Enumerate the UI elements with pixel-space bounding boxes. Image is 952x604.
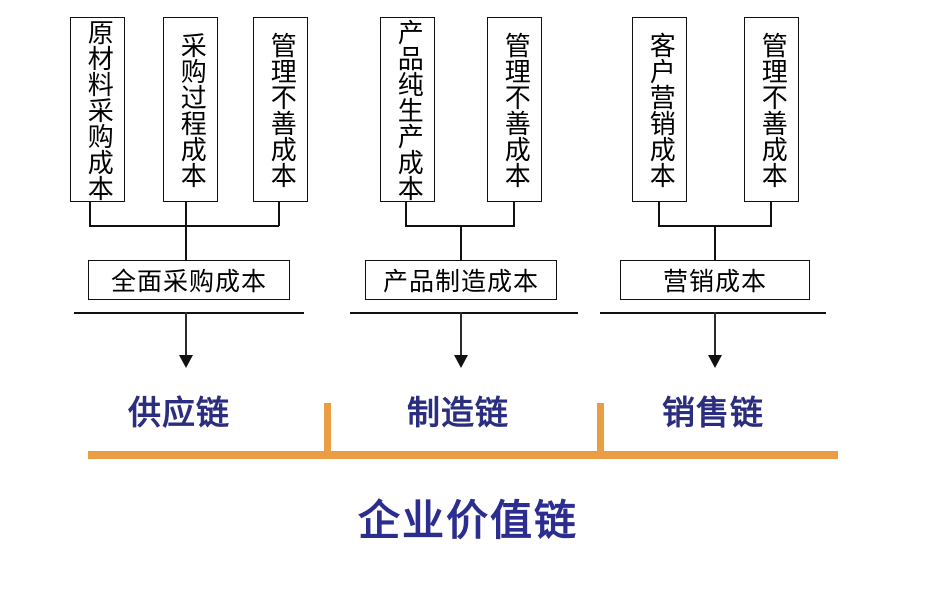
connector-drop-sales-2 bbox=[770, 202, 772, 226]
summary-box-label: 营销成本 bbox=[662, 267, 767, 296]
value-chain-baseline-bar bbox=[88, 451, 838, 459]
arrow-head-sales bbox=[708, 355, 722, 368]
chain-divider-tick-1 bbox=[324, 403, 331, 455]
component-box-sales-2: 管理不善成本 bbox=[744, 17, 799, 202]
divider-rule-supply bbox=[74, 312, 304, 314]
connector-stem-supply bbox=[185, 225, 187, 261]
connector-drop-sales-1 bbox=[658, 202, 660, 226]
chain-divider-tick-2 bbox=[597, 403, 604, 455]
component-box-label: 客户营销成本 bbox=[645, 31, 676, 188]
divider-rule-sales bbox=[600, 312, 826, 314]
connector-drop-supply-2 bbox=[185, 202, 187, 226]
divider-rule-manufacture bbox=[350, 312, 578, 314]
component-box-manufacture-2: 管理不善成本 bbox=[487, 17, 542, 202]
component-box-supply-1: 原材料采购成本 bbox=[70, 17, 125, 202]
connector-stem-manufacture bbox=[460, 225, 462, 261]
arrow-head-manufacture bbox=[454, 355, 468, 368]
summary-box-label: 产品制造成本 bbox=[382, 267, 539, 296]
arrow-shaft-supply bbox=[185, 312, 187, 359]
summary-box-label: 全面采购成本 bbox=[110, 267, 267, 296]
component-box-label: 管理不善成本 bbox=[500, 31, 531, 188]
summary-box-manufacture: 产品制造成本 bbox=[365, 260, 557, 300]
connector-drop-manufacture-2 bbox=[513, 202, 515, 226]
chain-label-manufacture: 制造链 bbox=[407, 393, 509, 432]
summary-box-supply: 全面采购成本 bbox=[88, 260, 290, 300]
component-box-label: 采购过程成本 bbox=[176, 31, 207, 188]
summary-box-sales: 营销成本 bbox=[620, 260, 810, 300]
component-box-label: 产品纯生产成本 bbox=[393, 18, 424, 201]
component-box-label: 管理不善成本 bbox=[757, 31, 788, 188]
connector-stem-sales bbox=[714, 225, 716, 261]
chain-label-supply: 供应链 bbox=[128, 393, 230, 432]
arrow-head-supply bbox=[179, 355, 193, 368]
connector-drop-supply-3 bbox=[278, 202, 280, 226]
diagram-title: 企业价值链 bbox=[358, 496, 579, 545]
component-box-supply-2: 采购过程成本 bbox=[163, 17, 218, 202]
connector-drop-manufacture-1 bbox=[405, 202, 407, 226]
component-box-supply-3: 管理不善成本 bbox=[253, 17, 308, 202]
connector-drop-supply-1 bbox=[89, 202, 91, 226]
component-box-sales-1: 客户营销成本 bbox=[632, 17, 687, 202]
component-box-label: 管理不善成本 bbox=[266, 31, 297, 188]
component-box-manufacture-1: 产品纯生产成本 bbox=[380, 17, 435, 202]
arrow-shaft-sales bbox=[714, 312, 716, 359]
arrow-shaft-manufacture bbox=[460, 312, 462, 359]
chain-label-sales: 销售链 bbox=[662, 393, 764, 432]
connector-bus-supply bbox=[89, 225, 279, 227]
component-box-label: 原材料采购成本 bbox=[83, 18, 114, 201]
